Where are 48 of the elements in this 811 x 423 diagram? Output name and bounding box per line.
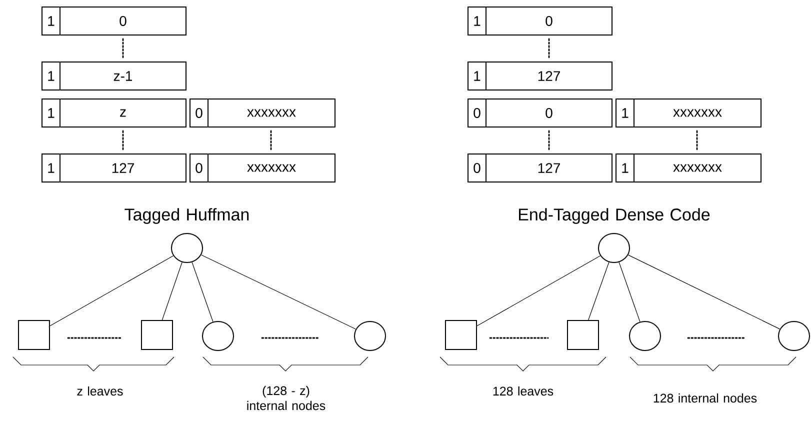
tree-edge — [588, 262, 610, 320]
tree-edge — [628, 254, 780, 330]
tree-edge — [50, 255, 174, 326]
code-value-cell: xxxxxxx — [208, 98, 336, 128]
tree-edge — [162, 262, 182, 320]
code-value-cell: 0 — [486, 6, 612, 36]
tree-edge — [476, 255, 601, 326]
leaf-square — [445, 320, 477, 350]
tag-bit-cell: 0 — [190, 98, 208, 128]
code-value-cell: xxxxxxx — [634, 154, 762, 182]
leaf-square — [567, 320, 599, 350]
code-value-cell: z — [60, 98, 186, 128]
tag-bit-cell: 1 — [42, 154, 60, 182]
tag-bit-cell: 1 — [468, 62, 486, 90]
brace-label: (128 - z) internal nodes — [247, 386, 326, 410]
tree-node-circle — [354, 321, 386, 351]
code-value-cell: 0 — [60, 6, 186, 36]
code-value-cell: xxxxxxx — [634, 98, 762, 128]
brace-label: z leaves — [77, 386, 123, 396]
code-value-cell: 127 — [486, 62, 612, 90]
code-value-cell: xxxxxxx — [208, 154, 336, 182]
tag-bit-cell: 1 — [42, 6, 60, 36]
code-value-cell: z-1 — [60, 62, 186, 90]
tag-bit-cell: 0 — [190, 154, 208, 182]
tag-bit-cell: 1 — [42, 62, 60, 90]
tree-node-circle — [629, 321, 661, 351]
tree-edge — [618, 262, 640, 322]
tree-node-circle — [778, 321, 810, 351]
tree-edge — [192, 262, 214, 322]
tree-node-circle — [598, 233, 630, 263]
tree-edge — [200, 254, 356, 330]
tree-node-circle — [171, 233, 203, 263]
leaf-square — [18, 320, 50, 350]
tag-bit-cell: 0 — [468, 98, 486, 128]
tag-bit-cell: 1 — [468, 6, 486, 36]
code-value-cell: 0 — [486, 98, 612, 128]
code-value-cell: 127 — [486, 154, 612, 182]
code-value-cell: 127 — [60, 154, 186, 182]
tag-bit-cell: 1 — [42, 98, 60, 128]
panel-title: End-Tagged Dense Code — [519, 208, 710, 224]
panel-title: Tagged Huffman — [124, 208, 249, 224]
tag-bit-cell: 1 — [616, 98, 634, 128]
tag-bit-cell: 1 — [616, 154, 634, 182]
brace-label: 128 internal nodes — [654, 393, 757, 403]
leaf-square — [141, 320, 173, 350]
tree-node-circle — [202, 321, 234, 351]
brace-label: 128 leaves — [493, 386, 554, 396]
tag-bit-cell: 0 — [468, 154, 486, 182]
